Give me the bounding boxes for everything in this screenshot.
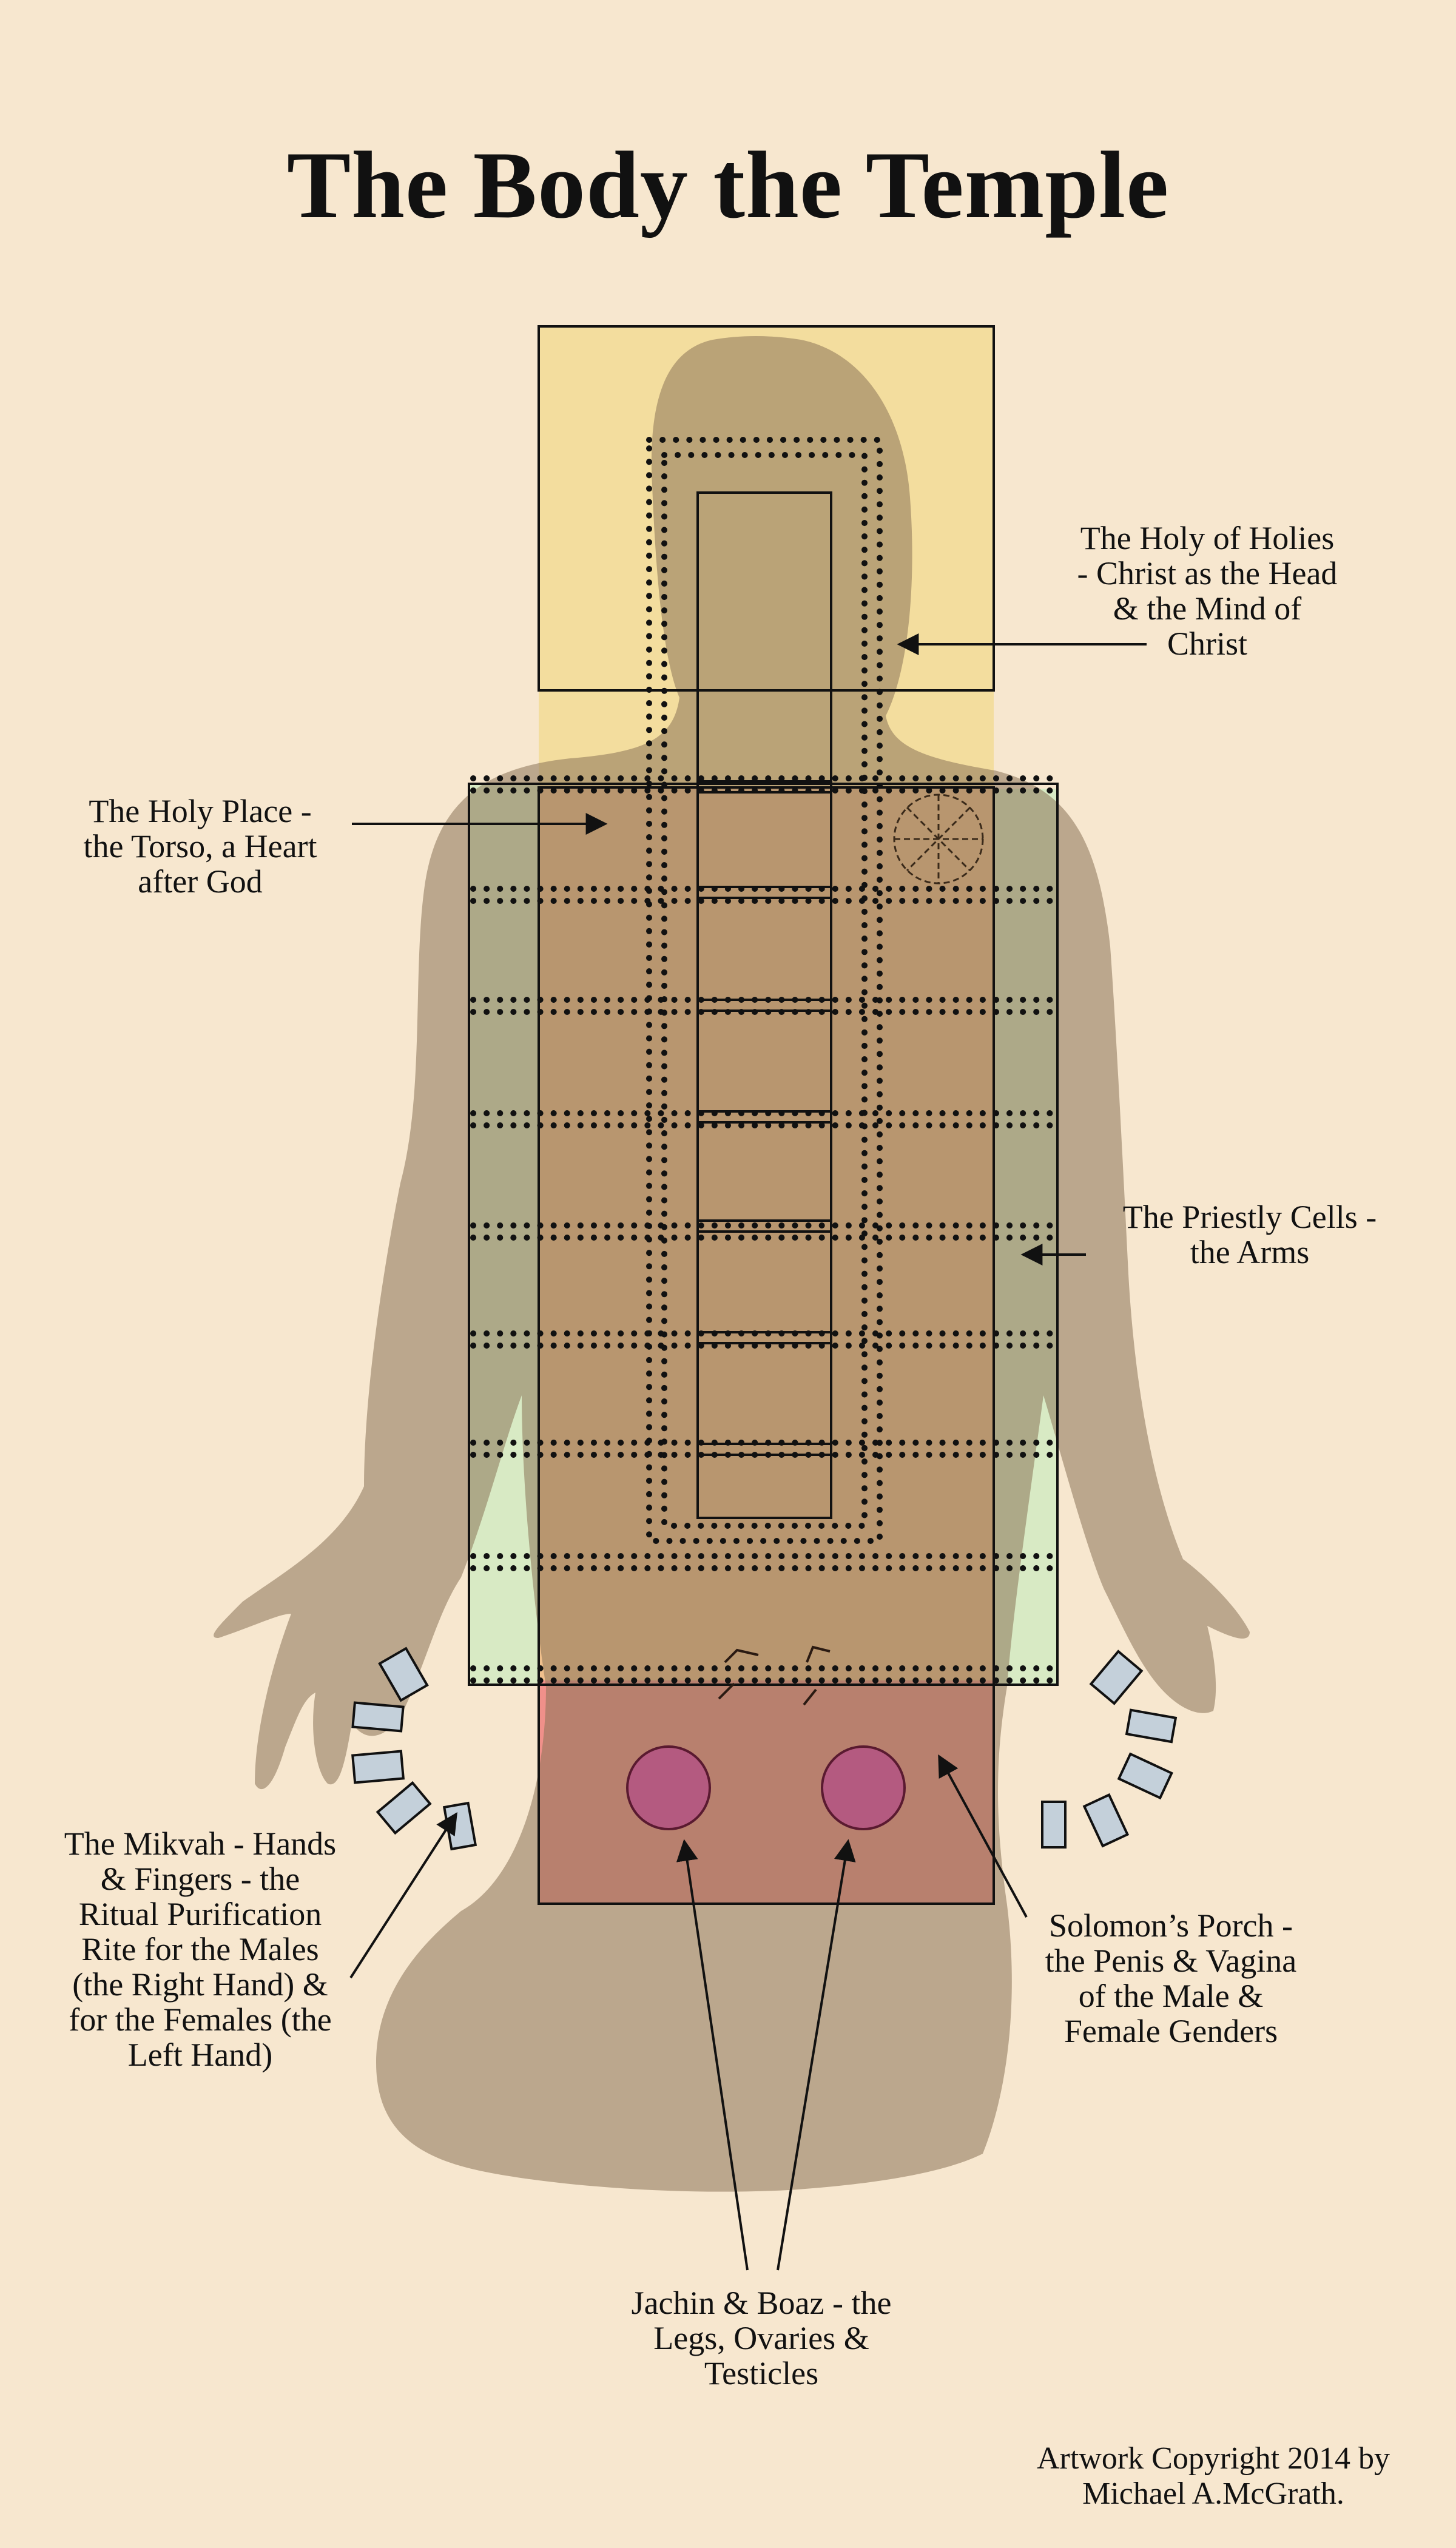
heart-wheel [893, 794, 984, 885]
porch-entry-arrows [718, 1645, 831, 1706]
label-mikvah: The Mikvah - Hands & Fingers - the Ritua… [64, 1825, 337, 2073]
label-priestly-cells: The Priestly Cells - the Arms [1122, 1199, 1377, 1270]
jachin-leader [676, 1839, 749, 2271]
kneeling-figure [214, 336, 1250, 2192]
copyright-credit: Artwork Copyright 2014 by Michael A.McGr… [1036, 2441, 1390, 2511]
mikvah-stones-left [351, 1646, 477, 1851]
label-solomons-porch: Solomon’s Porch - the Penis & Vagina of … [1045, 1907, 1297, 2049]
jachin-pillar [626, 1745, 711, 1830]
dotted-temple-walls [470, 437, 1059, 1684]
boaz-leader [777, 1839, 856, 2271]
leader-lines [349, 633, 1147, 2271]
mikvah-leader [349, 1812, 457, 1979]
label-holy-place: The Holy Place - the Torso, a Heart afte… [83, 793, 317, 900]
zone-outlines [468, 325, 1059, 1905]
page-title: The Body the Temple [286, 132, 1170, 238]
boaz-pillar [821, 1745, 906, 1830]
label-holy-of-holies: The Holy of Holies - Christ as the Head … [1077, 520, 1338, 662]
mikvah-stones-right [1041, 1650, 1178, 1849]
porch-leader [938, 1754, 1028, 1918]
label-jachin-boaz: Jachin & Boaz - the Legs, Ovaries & Test… [631, 2285, 892, 2391]
